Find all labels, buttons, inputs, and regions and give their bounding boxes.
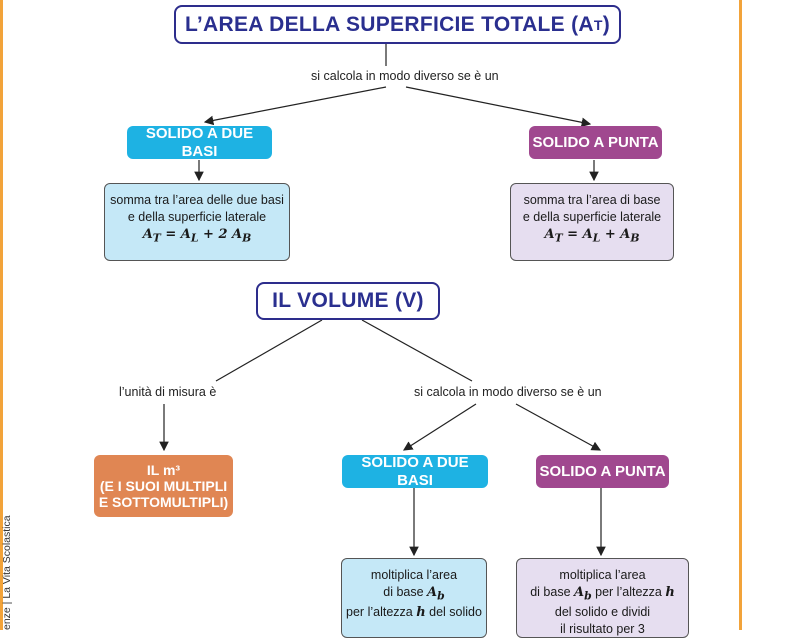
volume-two-bases-text-2: di base Ab — [383, 584, 445, 603]
page-frame — [0, 0, 742, 630]
area-two-bases-box: somma tra l’area delle due basi e della … — [104, 183, 290, 261]
volume-title: IL VOLUME (V) — [256, 282, 440, 320]
volume-pointed-text-4: il risultato per 3 — [560, 621, 645, 636]
volume-pointed-box: moltiplica l’area di base Ab per l’altez… — [516, 558, 689, 638]
area-two-bases-text-1: somma tra l’area delle due basi — [110, 193, 284, 207]
area-pointed-formula: AT = AL + AB — [544, 226, 640, 245]
unit-line-1: IL m³ — [146, 461, 181, 478]
unit-box: IL m³ (E I SUOI MULTIPLI E SOTTOMULTIPLI… — [94, 455, 233, 517]
area-two-bases-text-2: e della superficie laterale — [127, 209, 267, 224]
volume-two-bases-box: moltiplica l’area di base Ab per l’altez… — [341, 558, 487, 638]
volume-method-connector-text: si calcola in modo diverso se è un — [414, 385, 602, 399]
area-pointed-text-2: e della superficie laterale — [522, 209, 662, 224]
area-pointed-label: SOLIDO A PUNTA — [529, 126, 662, 159]
area-two-bases-label: SOLIDO A DUE BASI — [127, 125, 272, 160]
volume-pointed-text-1: moltiplica l’area — [559, 568, 646, 582]
volume-two-bases-label: SOLIDO A DUE BASI — [342, 454, 488, 489]
area-title-close: ) — [602, 12, 611, 36]
volume-pointed-text-3: del solido e dividi — [554, 605, 651, 620]
unit-line-3: E SOTTOMULTIPLI) — [98, 494, 229, 511]
volume-pointed-text-2: di base Ab per l’altezza h — [530, 584, 675, 603]
area-pointed-text-1: somma tra l’area di base — [523, 193, 661, 207]
volume-two-bases-text-3: per l’altezza h del solido — [346, 605, 482, 621]
volume-unit-connector-text: l’unità di misura è — [119, 385, 217, 399]
side-credit: enze | La Vita Scolastica — [1, 515, 13, 630]
area-two-bases-formula: AT = AL + 2 AB — [142, 226, 252, 245]
area-title-main: L’AREA DELLA SUPERFICIE TOTALE (A — [184, 12, 594, 36]
volume-pointed-label: SOLIDO A PUNTA — [536, 455, 669, 488]
area-title-sub: T — [593, 16, 603, 33]
volume-two-bases-text-1: moltiplica l’area — [370, 568, 458, 582]
area-pointed-box: somma tra l’area di base e della superfi… — [510, 183, 674, 261]
unit-line-2: (E I SUOI MULTIPLI — [99, 477, 228, 494]
area-connector-text: si calcola in modo diverso se è un — [311, 69, 499, 83]
